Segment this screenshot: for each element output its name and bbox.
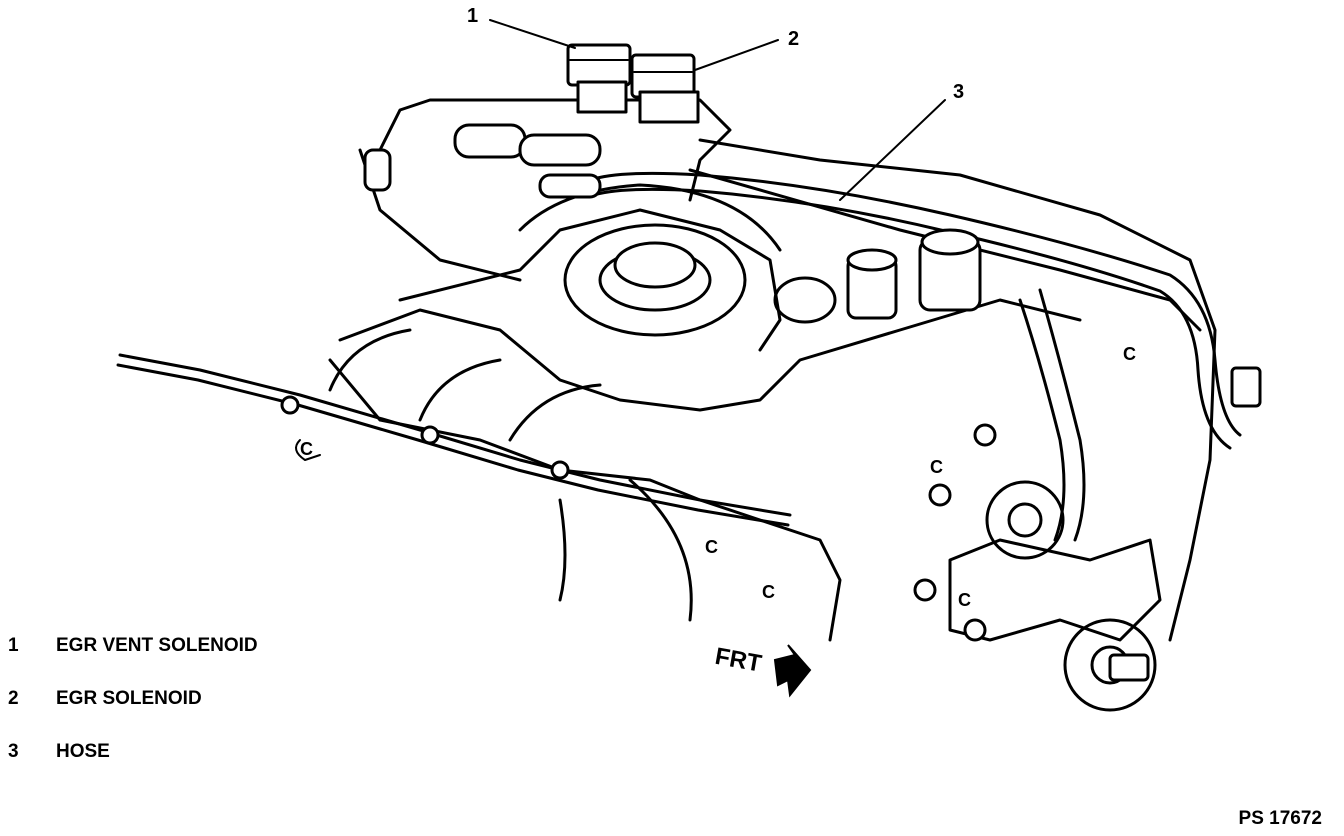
legend-number: 1 <box>8 634 19 656</box>
legend-label: EGR VENT SOLENOID <box>56 634 258 656</box>
diagram-letter-c: C <box>958 590 971 610</box>
diagram-letter-c: C <box>1123 344 1136 364</box>
front-label: FRT <box>713 643 764 678</box>
solenoid-hoses <box>363 123 602 199</box>
legend-number: 2 <box>8 687 19 709</box>
front-arrow-icon <box>773 644 812 698</box>
front-direction-indicator: FRT <box>713 643 812 698</box>
egr-vent-solenoid <box>566 43 632 114</box>
legend-item: 3 HOSE <box>8 738 258 765</box>
diagram-letter-c: C <box>300 439 313 459</box>
egr-solenoid <box>630 53 700 124</box>
callout-3-leader <box>839 99 946 201</box>
callout-1: 1 <box>467 5 478 27</box>
legend-item: 1 EGR VENT SOLENOID <box>8 632 258 659</box>
callout-2-leader <box>694 39 779 71</box>
callout-3: 3 <box>953 81 964 103</box>
diagram-letter-c: C <box>705 537 718 557</box>
legend-item: 2 EGR SOLENOID <box>8 685 258 712</box>
figure-id: PS 17672 <box>1238 808 1322 829</box>
diagram-letter-c: C <box>762 582 775 602</box>
parts-legend: 1 EGR VENT SOLENOID 2 EGR SOLENOID 3 HOS… <box>8 632 258 791</box>
callout-2: 2 <box>788 28 799 50</box>
engine-illustration <box>116 98 1262 712</box>
callout-1-leader <box>489 19 576 49</box>
legend-label: EGR SOLENOID <box>56 687 202 709</box>
diagram-letter-c: C <box>930 457 943 477</box>
legend-number: 3 <box>8 740 19 762</box>
legend-label: HOSE <box>56 740 110 762</box>
